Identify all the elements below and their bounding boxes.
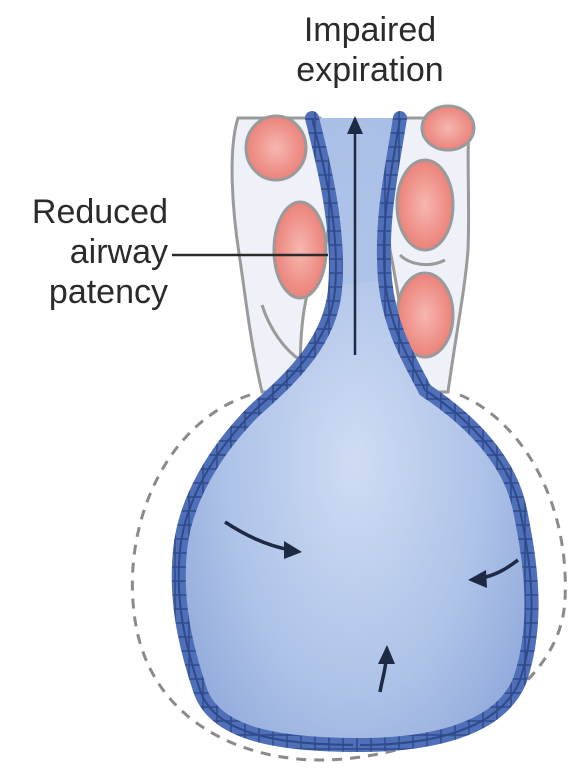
inflamed-cell <box>422 106 474 150</box>
label-line: Impaired <box>260 10 480 50</box>
inflamed-cell <box>274 202 326 298</box>
label-line: expiration <box>260 50 480 90</box>
inflamed-cell <box>246 116 306 180</box>
impaired-expiration-label: Impaired expiration <box>260 10 480 90</box>
label-line: Reduced <box>8 192 168 232</box>
label-line: patency <box>8 272 168 312</box>
inflamed-cell <box>397 160 453 250</box>
reduced-airway-patency-label: Reduced airway patency <box>8 192 168 312</box>
label-line: airway <box>8 232 168 272</box>
